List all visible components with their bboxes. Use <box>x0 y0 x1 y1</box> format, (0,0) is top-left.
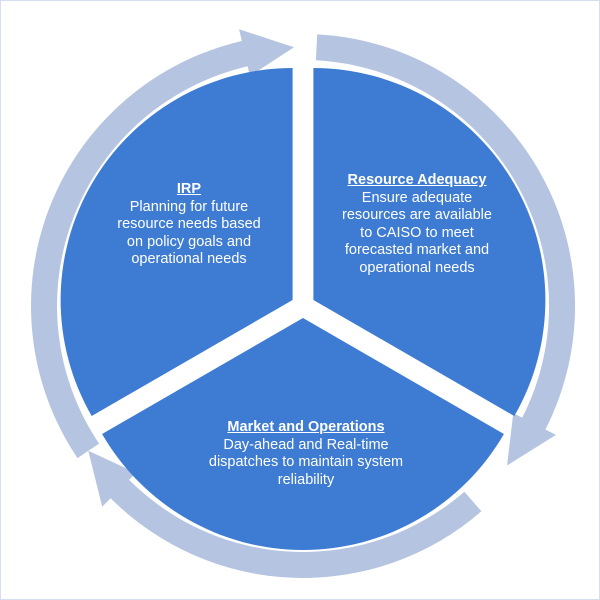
segment-market-operations-line: reliability <box>277 471 335 488</box>
segment-market-operations-line: Day-ahead and Real-time <box>223 436 389 453</box>
segment-resource-adequacy-line: resources are available <box>342 207 492 223</box>
segment-resource-adequacy-title: Resource Adequacy <box>347 172 487 188</box>
segment-irp-line: on policy goals and <box>126 233 252 250</box>
segment-irp-title: IRP <box>176 181 202 197</box>
segment-irp-line: resource needs based <box>117 216 261 232</box>
arrow-ra-to-mo-icon <box>315 34 576 466</box>
segment-irp <box>60 68 293 416</box>
segment-resource-adequacy-text: Resource Adequacy Ensure adequate resour… <box>342 172 492 277</box>
segment-irp-text: IRP Planning for future resource needs b… <box>117 181 261 269</box>
segment-market-operations-line: dispatches to maintain system <box>208 454 404 470</box>
arrow-irp-to-ra-icon <box>31 29 295 459</box>
segment-resource-adequacy-line: forecasted market and <box>344 242 490 258</box>
segment-market-operations-title: Market and Operations <box>227 419 385 435</box>
segment-irp-line: Planning for future <box>129 198 249 215</box>
arrow-mo-to-irp-icon <box>88 450 482 578</box>
segment-resource-adequacy <box>313 68 546 416</box>
segment-resource-adequacy-line: operational needs <box>359 259 475 276</box>
segment-irp-line: operational needs <box>131 251 247 267</box>
segment-market-operations-text: Market and Operations Day-ahead and Real… <box>209 419 403 489</box>
segment-resource-adequacy-line: to CAISO to meet <box>360 224 474 241</box>
segment-market-operations <box>102 318 504 550</box>
segment-resource-adequacy-line: Ensure adequate <box>361 189 473 206</box>
